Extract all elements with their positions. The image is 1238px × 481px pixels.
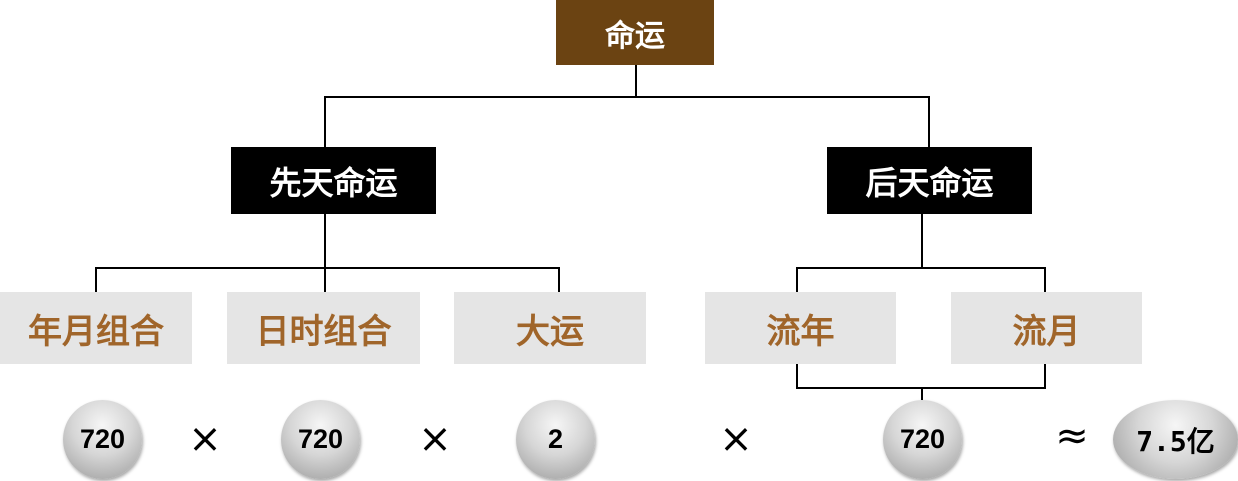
- approx-operator: ≈: [1055, 413, 1089, 459]
- branch-node-acquired: 后天命运: [827, 147, 1032, 214]
- result-ellipse: 7.5亿: [1113, 400, 1238, 479]
- value-text: 720: [899, 424, 946, 454]
- value-circle: 720: [883, 400, 962, 479]
- leaf-label: 大运: [516, 311, 584, 352]
- connector-root-branches: [324, 65, 637, 147]
- leaf-label: 流月: [1012, 311, 1081, 352]
- leaf-node-day-hour: 日时组合: [227, 292, 420, 364]
- value-text: 720: [79, 424, 126, 454]
- connector-root-right: [636, 96, 930, 147]
- root-node: 命运: [556, 0, 714, 65]
- value-circle: 720: [281, 400, 360, 479]
- leaf-node-flowing-year: 流年: [705, 292, 896, 364]
- leaf-label: 流年: [766, 311, 835, 352]
- times-operator: ×: [188, 416, 222, 462]
- value-circle: 2: [516, 400, 595, 479]
- times-operator: ×: [719, 416, 753, 462]
- value-text: 2: [547, 424, 564, 454]
- connector-right-bar: [796, 267, 1046, 292]
- result-text: 7.5亿: [1136, 424, 1215, 458]
- times-operator: ×: [418, 416, 452, 462]
- value-text: 720: [297, 424, 344, 454]
- leaf-node-major-luck: 大运: [454, 292, 646, 364]
- branch-label: 先天命运: [269, 163, 398, 202]
- value-circle: 720: [63, 400, 142, 479]
- leaf-label: 年月组合: [28, 311, 164, 352]
- connector-right-bracket: [796, 364, 1046, 389]
- leaf-label: 日时组合: [255, 311, 392, 352]
- branch-node-innate: 先天命运: [231, 147, 436, 214]
- leaf-node-year-month: 年月组合: [0, 292, 192, 364]
- root-label: 命运: [605, 18, 665, 54]
- connector-left-bar: [95, 267, 560, 292]
- leaf-node-flowing-month: 流月: [951, 292, 1142, 364]
- branch-label: 后天命运: [865, 163, 994, 202]
